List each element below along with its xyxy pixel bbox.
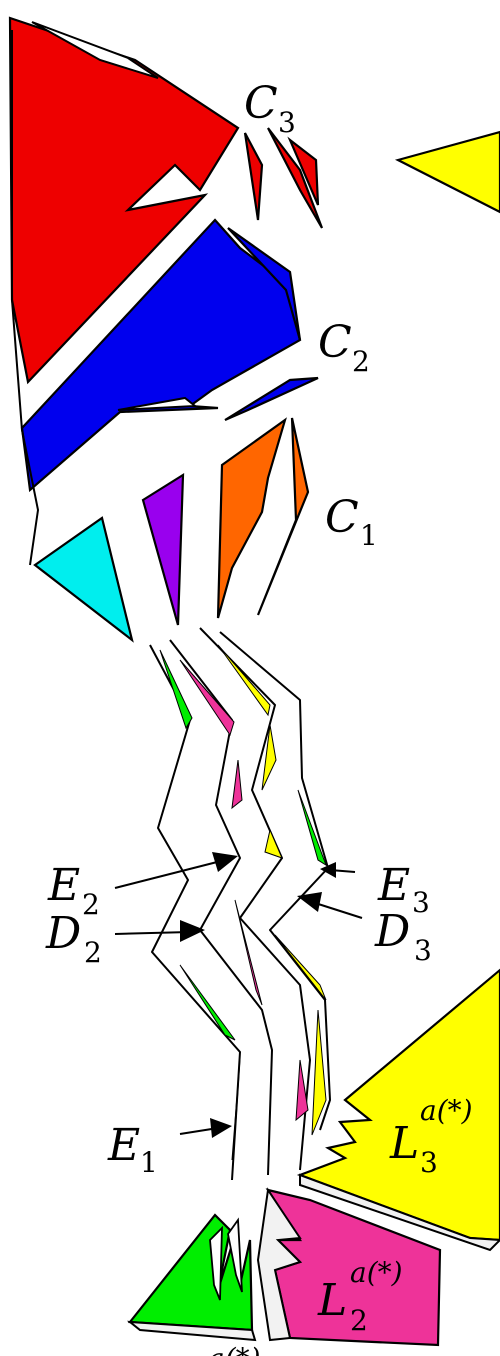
yellow-band-1 — [217, 644, 271, 717]
purple-region — [141, 472, 185, 626]
orange-region — [216, 417, 310, 619]
label-c2-main: C — [318, 317, 352, 368]
corridor-line-3 — [199, 627, 311, 1171]
label-e1-main: E — [107, 1120, 140, 1171]
label-arrows — [114, 852, 363, 1138]
yellow-l3-bevel — [299, 1173, 500, 1252]
corridor-line-4 — [219, 631, 331, 1131]
yellow-top-wedge — [394, 130, 500, 214]
arrow-d2-head — [180, 920, 205, 942]
label-e2-sub: 2 — [82, 888, 100, 921]
label-c1: C 1 — [325, 492, 378, 552]
label-c3-sub: 3 — [278, 106, 296, 139]
red-region — [8, 16, 324, 385]
arrow-d3 — [311, 901, 363, 919]
label-l2-main: L — [317, 1275, 347, 1326]
label-l2-sup: a(*) — [350, 1256, 403, 1289]
red-spike-3 — [287, 136, 320, 206]
arrow-e1-head — [210, 1118, 232, 1138]
label-d2-main: D — [45, 908, 81, 959]
left-boundary — [11, 30, 39, 566]
magenta-band-2 — [231, 759, 243, 810]
orange-right-shard — [256, 417, 310, 616]
arrow-e2-head — [212, 852, 238, 872]
green-band-2 — [297, 789, 327, 867]
label-e1-sub: 1 — [140, 1146, 158, 1179]
blue-upper-shard — [227, 227, 302, 341]
magenta-band-3 — [234, 899, 263, 1006]
green-bottom-bevel — [126, 1320, 257, 1342]
arrow-e2 — [114, 859, 226, 889]
label-c1-main: C — [325, 492, 359, 543]
magenta-band-4 — [295, 1059, 309, 1122]
red-white-notch — [31, 21, 159, 79]
label-e2: E 2 — [47, 860, 100, 921]
label-bottom-partial-sup: a(*) — [208, 1342, 261, 1356]
label-c1-sub: 1 — [360, 519, 378, 552]
red-main-shape — [8, 16, 240, 385]
cyan-region — [33, 516, 134, 643]
white-spike-a — [209, 1225, 223, 1301]
label-c2: C 2 — [318, 317, 370, 378]
yellow-band-4 — [274, 934, 327, 1001]
green-bottom-region — [126, 1213, 257, 1342]
magenta-l2-region — [256, 1187, 442, 1347]
label-l3-sub: 3 — [420, 1146, 438, 1179]
yellow-band-3 — [264, 828, 283, 859]
arrow-d2 — [114, 931, 191, 935]
red-spike-1 — [243, 132, 264, 221]
label-e2-main: E — [47, 860, 80, 911]
orange-main-shape — [216, 417, 287, 619]
label-c3: C 3 — [244, 78, 296, 139]
label-e3-sub: 3 — [412, 886, 430, 919]
magenta-band-1 — [179, 659, 235, 737]
label-d3-sub: 3 — [414, 934, 432, 967]
green-band-upper — [159, 649, 193, 730]
label-l2-sub: 2 — [350, 1304, 368, 1337]
yellow-l3-region — [296, 968, 500, 1252]
white-spike-b — [227, 1217, 243, 1293]
label-l3: L 3 a(*) — [389, 1094, 473, 1179]
arrow-e3-head — [320, 862, 336, 878]
green-band-lower — [231, 1057, 241, 1161]
arrow-d3-head — [297, 892, 322, 912]
label-d2-sub: 2 — [84, 936, 102, 969]
label-c2-sub: 2 — [352, 345, 370, 378]
red-spike-2 — [267, 127, 324, 229]
label-e3: E 3 — [377, 860, 430, 919]
label-e3-main: E — [377, 860, 410, 911]
label-d3-main: D — [374, 906, 410, 957]
zigzag-corridor — [149, 627, 331, 1181]
blue-white-sliver — [117, 396, 198, 411]
yellow-band-2 — [261, 724, 277, 791]
blue-region — [20, 218, 319, 493]
magenta-l2-bevel — [256, 1187, 302, 1342]
label-d2: D 2 — [45, 908, 102, 969]
blue-lower-shard — [224, 376, 319, 422]
label-d3: D 3 — [374, 906, 432, 967]
label-l3-sup: a(*) — [420, 1094, 473, 1127]
label-l3-main: L — [389, 1118, 419, 1169]
green-band-3 — [179, 964, 236, 1041]
label-e1: E 1 — [107, 1120, 158, 1179]
label-c3-main: C — [244, 78, 278, 129]
yellow-band-5 — [311, 1009, 327, 1136]
label-l2: L 2 a(*) — [317, 1256, 403, 1337]
